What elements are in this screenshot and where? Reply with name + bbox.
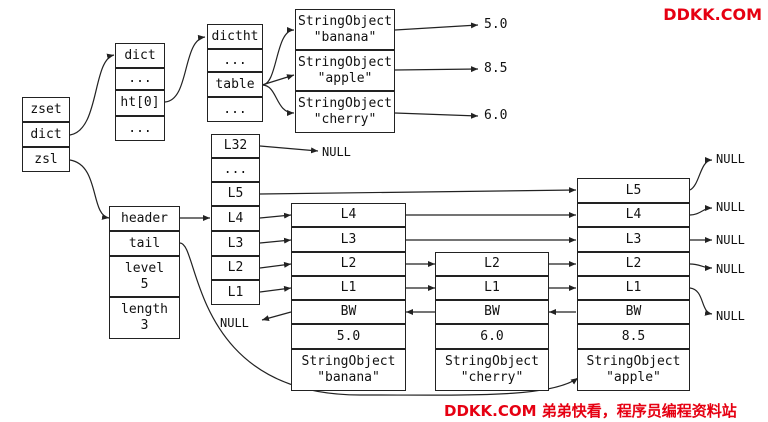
zset-dict-field: dict [22, 122, 70, 147]
node-cherry-level-L2: L2 [435, 252, 549, 276]
null-label: NULL [716, 200, 745, 214]
null-label: NULL [716, 233, 745, 247]
node-banana-level-L1: L1 [291, 276, 406, 300]
zskiplist-tail-field: tail [109, 231, 180, 256]
header-level-L3: L3 [211, 231, 260, 256]
dictht-table-field: table [207, 72, 263, 97]
header-level-L2: L2 [211, 256, 260, 280]
null-label: NULL [716, 309, 745, 323]
node-apple-level-L1: L1 [577, 276, 690, 300]
null-label: NULL [322, 145, 351, 159]
node-apple-score: 8.5 [577, 324, 690, 349]
header-level-L1: L1 [211, 280, 260, 305]
dict-entry-apple: StringObject"apple" [295, 50, 395, 91]
dict-score-banana: 5.0 [484, 17, 508, 32]
node-banana-level-L3: L3 [291, 227, 406, 252]
node-banana-level-L4: L4 [291, 203, 406, 227]
header-level-L32: L32 [211, 134, 260, 158]
node-cherry-backward: BW [435, 300, 549, 324]
node-banana-object: StringObject"banana" [291, 349, 406, 391]
node-apple-level-L2: L2 [577, 252, 690, 276]
null-label: NULL [716, 152, 745, 166]
zset-type-field: zset [22, 97, 70, 122]
node-cherry-object: StringObject"cherry" [435, 349, 549, 391]
node-apple-level-L3: L3 [577, 227, 690, 252]
null-label: NULL [716, 262, 745, 276]
watermark-top: DDKK.COM [663, 5, 762, 24]
node-apple-object: StringObject"apple" [577, 349, 690, 391]
node-apple-level-L5: L5 [577, 178, 690, 203]
dictht-ellipsis-field: ... [207, 49, 263, 72]
dict-entry-banana: StringObject"banana" [295, 9, 395, 50]
null-label: NULL [220, 316, 249, 330]
zset-zsl-field: zsl [22, 147, 70, 172]
dictht-ellipsis-field: ... [207, 97, 263, 122]
node-apple-level-L4: L4 [577, 203, 690, 227]
dict-entry-cherry: StringObject"cherry" [295, 91, 395, 133]
node-banana-backward: BW [291, 300, 406, 324]
dict-ht0-field: ht[0] [115, 90, 165, 116]
header-level-L5: L5 [211, 182, 260, 206]
node-cherry-level-L1: L1 [435, 276, 549, 300]
dict-ellipsis-field: ... [115, 68, 165, 90]
node-apple-backward: BW [577, 300, 690, 324]
dict-ellipsis-field: ... [115, 116, 165, 141]
node-banana-level-L2: L2 [291, 252, 406, 276]
dict-score-cherry: 6.0 [484, 108, 508, 123]
node-banana-score: 5.0 [291, 324, 406, 349]
dictht-type-field: dictht [207, 24, 263, 49]
dict-score-apple: 8.5 [484, 61, 508, 76]
header-level-ellipsis: ... [211, 158, 260, 182]
header-level-L4: L4 [211, 206, 260, 231]
watermark-bottom: DDKK.COM 弟弟快看，程序员编程资料站 [444, 402, 737, 420]
dict-type-field: dict [115, 43, 165, 68]
node-cherry-score: 6.0 [435, 324, 549, 349]
zskiplist-header-field: header [109, 206, 180, 231]
